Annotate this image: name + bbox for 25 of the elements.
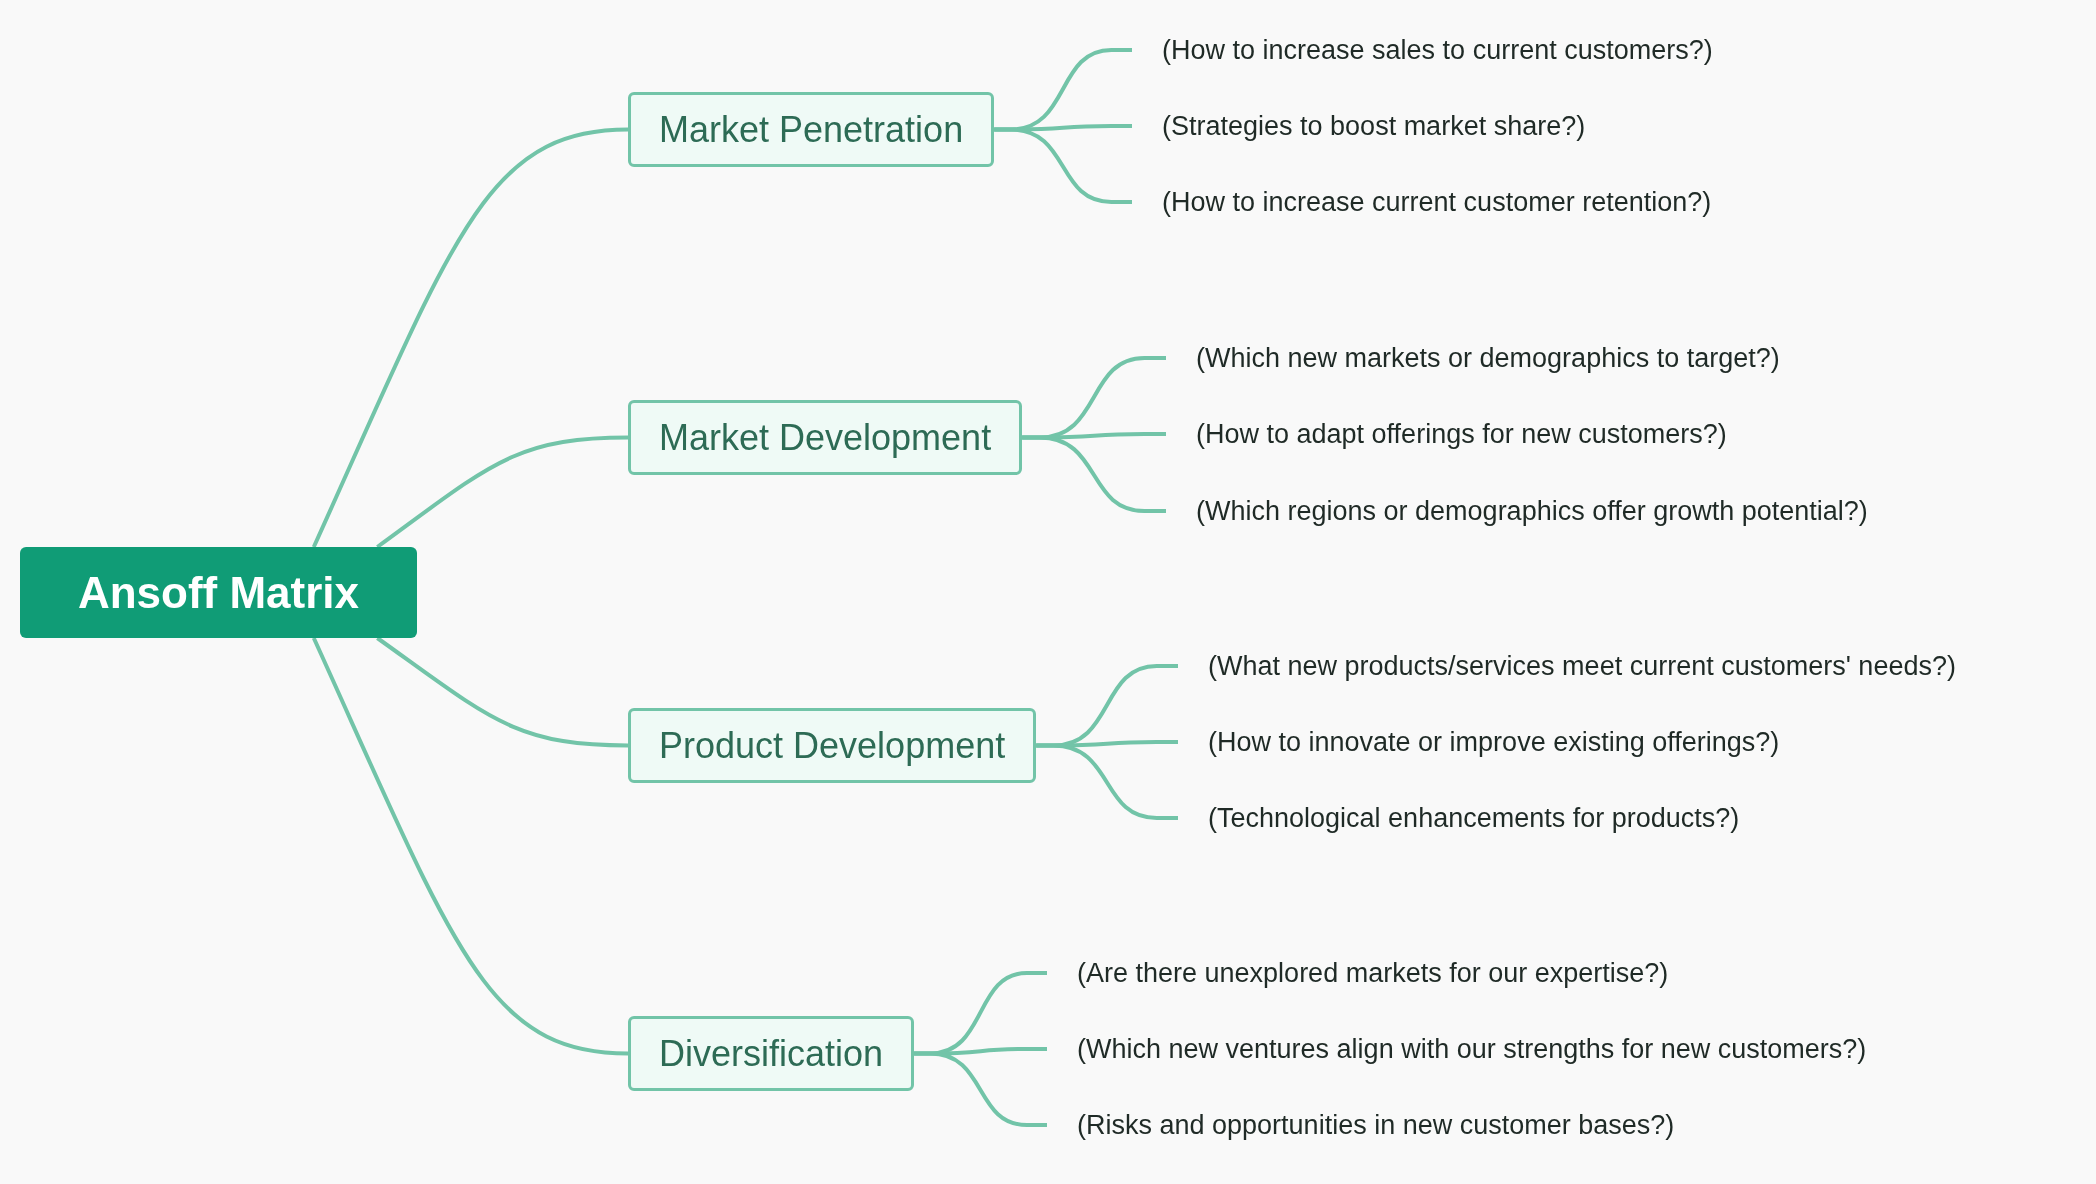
branch-connector (1022, 435, 1166, 513)
subtopic-text: (Are there unexplored markets for our expertise?) (1047, 955, 1669, 991)
branch-connector (1036, 743, 1178, 820)
subtopic-text: (Which new markets or demographics to target?) (1166, 340, 1780, 376)
subtopic-text: (What new products/services meet current customers' needs?) (1178, 648, 1956, 684)
branch-connector (994, 127, 1132, 204)
branch-connector (376, 636, 629, 748)
subtopic-text: (How to increase current customer retention?) (1132, 184, 1712, 220)
subtopic-text: (Which regions or demographics offer growth potential?) (1166, 493, 1868, 529)
subtopic-text: (How to increase sales to current customers?) (1132, 32, 1713, 68)
subtopic-text: (Technological enhancements for products?) (1178, 800, 1740, 836)
branch-connector (311, 127, 629, 548)
branch-connector (914, 1051, 1047, 1127)
branch-topic-box: Diversification (628, 1016, 915, 1091)
subtopic-text: (Risks and opportunities in new customer bases?) (1047, 1107, 1675, 1143)
subtopic-text: (Strategies to boost market share?) (1132, 108, 1586, 144)
branch-connector (311, 637, 629, 1056)
branch-connector (376, 435, 629, 549)
branch-topic-box: Market Development (628, 400, 1023, 475)
root-topic-box: Ansoff Matrix (20, 547, 417, 638)
subtopic-text: (Which new ventures align with our strengths for new customers?) (1047, 1031, 1867, 1067)
subtopic-text: (How to adapt offerings for new customers?) (1166, 416, 1727, 452)
branch-topic-box: Market Penetration (628, 92, 995, 167)
subtopic-text: (How to innovate or improve existing offerings?) (1178, 724, 1780, 760)
branch-topic-box: Product Development (628, 708, 1037, 783)
